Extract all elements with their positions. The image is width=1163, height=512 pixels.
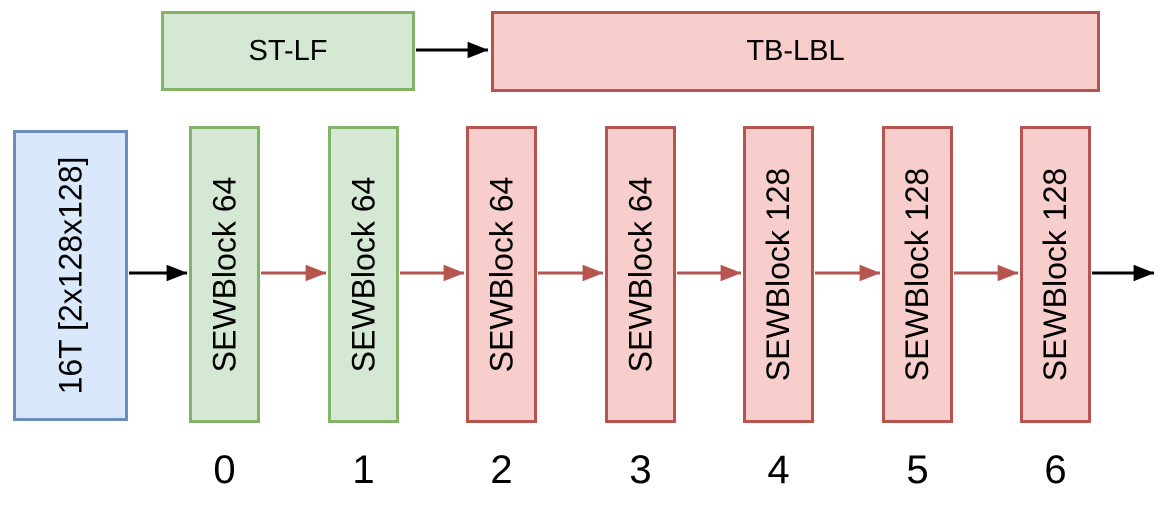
- sewblock-node-5: SEWBlock 128: [882, 126, 953, 423]
- st-lf-node: ST-LF: [161, 11, 415, 91]
- block-index-label-0: 0: [213, 447, 236, 492]
- sewblock-node-3: SEWBlock 64: [605, 126, 676, 423]
- block-index-label-4: 4: [767, 447, 790, 492]
- block-index-label-1: 1: [352, 447, 375, 492]
- sewblock-node-2: SEWBlock 64: [466, 126, 537, 423]
- block-index-label-6: 6: [1044, 447, 1067, 492]
- input-tensor-label: 16T [2x128x128]: [52, 156, 88, 395]
- sewblock-node-4: SEWBlock 128: [743, 126, 814, 423]
- sewblock-label: SEWBlock 128: [760, 167, 797, 382]
- sewblock-node-1: SEWBlock 64: [328, 126, 399, 423]
- block-index-label-3: 3: [629, 447, 652, 492]
- sewblock-node-0: SEWBlock 64: [189, 126, 260, 423]
- block-index-label-2: 2: [490, 447, 513, 492]
- st-lf-label: ST-LF: [248, 34, 328, 67]
- sewblock-label: SEWBlock 64: [206, 176, 242, 373]
- sewblock-label: SEWBlock 128: [1037, 167, 1074, 382]
- sewblock-label: SEWBlock 64: [345, 176, 381, 373]
- sewblock-label: SEWBlock 64: [622, 176, 658, 373]
- input-tensor-node: 16T [2x128x128]: [13, 130, 128, 421]
- block-index-label-5: 5: [906, 447, 929, 492]
- sewblock-label: SEWBlock 64: [483, 176, 519, 373]
- tb-lbl-label: TB-LBL: [746, 35, 845, 67]
- sewblock-label: SEWBlock 128: [899, 167, 936, 382]
- tb-lbl-node: TB-LBL: [491, 11, 1100, 92]
- sewblock-node-6: SEWBlock 128: [1020, 126, 1091, 423]
